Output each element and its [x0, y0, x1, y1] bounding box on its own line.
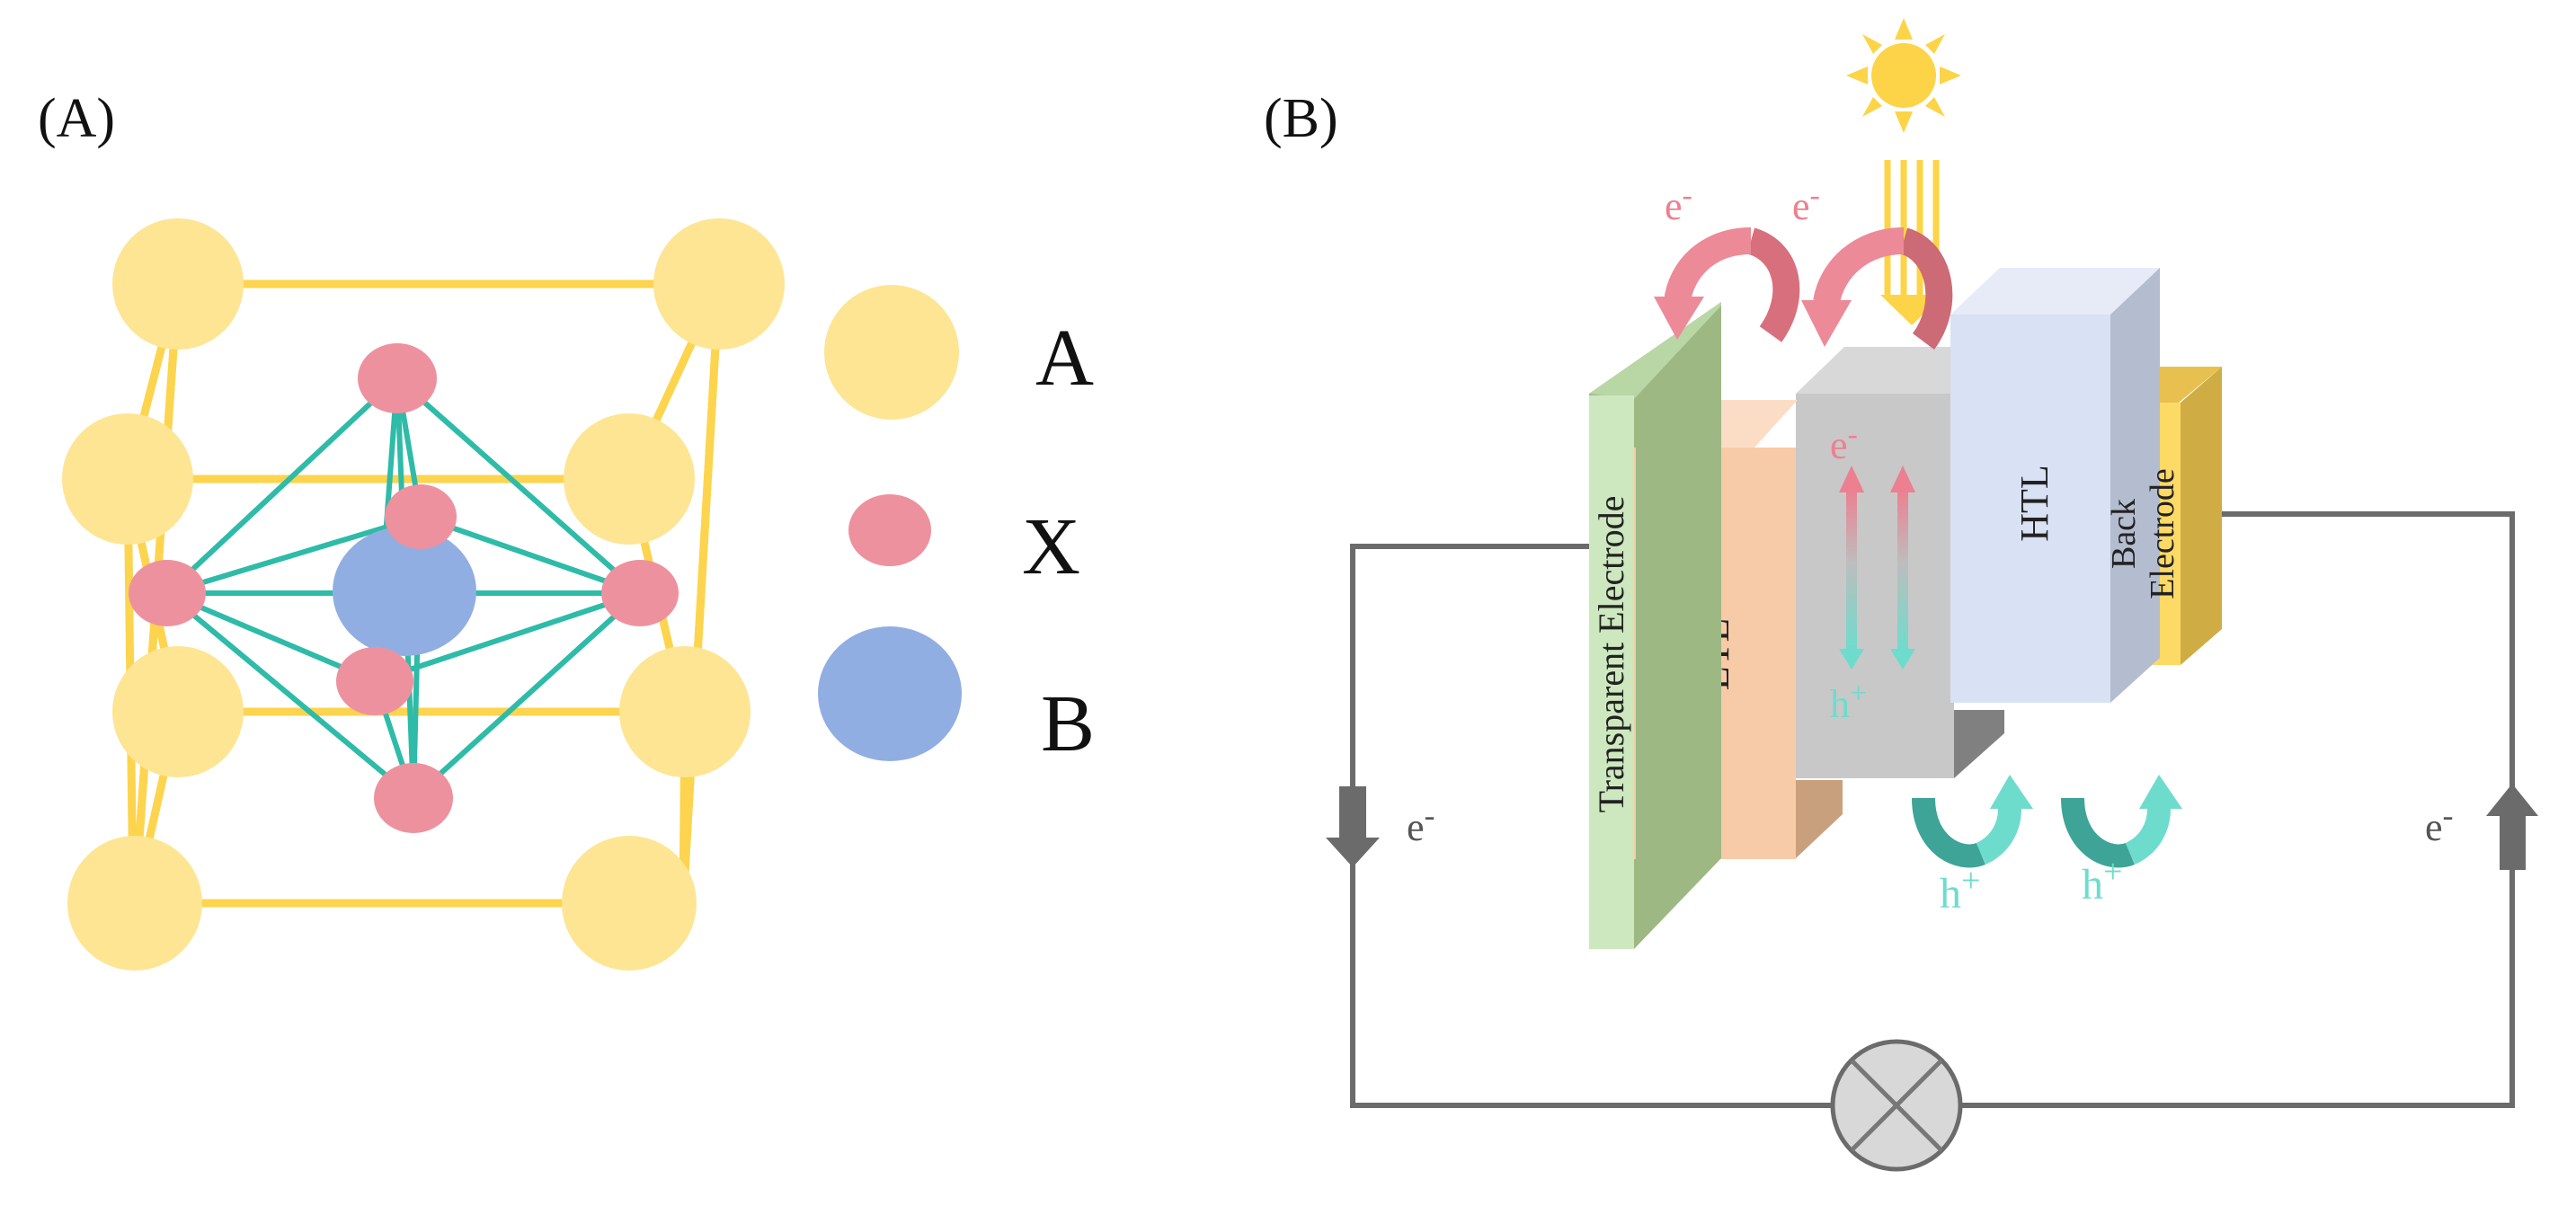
svg-text:h+: h+ [1830, 677, 1867, 726]
a-atom [62, 413, 193, 545]
x-atom-top [358, 343, 437, 413]
a-atom [564, 413, 695, 545]
arrow-up-icon [2486, 784, 2538, 870]
svg-text:h+: h+ [2082, 853, 2122, 909]
transparent-electrode [1589, 302, 1721, 949]
arrow-down-icon [1326, 786, 1380, 867]
a-atom [67, 836, 202, 971]
htl-label: HTL [2012, 465, 2056, 542]
x-atom-bottom [374, 763, 453, 833]
x-atom-right [601, 560, 679, 626]
x-atom-front [336, 647, 413, 715]
electron-label-right: e- [2425, 797, 2454, 849]
legend-x-label: X [1022, 502, 1080, 591]
electron-label-transfer-2: e- [1792, 179, 1820, 228]
svg-text:e-: e- [1665, 179, 1692, 228]
a-site-atoms [62, 218, 785, 971]
x-site-atoms [129, 343, 679, 833]
transparent-electrode-label: Transparent Electrode [1591, 496, 1631, 813]
legend-x-swatch [848, 494, 931, 566]
legend-a-label: A [1035, 314, 1094, 403]
back-electrode-label: Back Electrode [2105, 468, 2181, 599]
a-atom [112, 646, 244, 777]
atom-legend: A X B [818, 285, 1095, 768]
hole-transfer-arrow-2 [2061, 775, 2182, 868]
sun-icon [1846, 18, 1961, 133]
a-atom [112, 218, 244, 350]
panel-b: (B) e- e- [1264, 18, 2538, 1172]
hole-label-transfer-2: h+ [2082, 853, 2122, 909]
absorber-electron-label: e- [1830, 418, 1858, 467]
svg-text:e-: e- [1407, 797, 1435, 849]
svg-text:Electrode: Electrode [2144, 468, 2181, 599]
legend-b-label: B [1041, 679, 1095, 768]
svg-text:e-: e- [1792, 179, 1820, 228]
svg-text:h+: h+ [1940, 862, 1980, 918]
electron-transfer-arrow-1 [1654, 227, 1800, 342]
svg-text:e-: e- [2425, 797, 2454, 849]
legend-a-swatch [824, 285, 959, 420]
svg-text:e-: e- [1830, 418, 1858, 467]
lamp-icon [1830, 1039, 1963, 1172]
svg-text:Back: Back [2105, 499, 2143, 569]
panel-a-label: (A) [38, 88, 115, 149]
a-atom [653, 218, 785, 350]
a-atom [619, 646, 751, 777]
legend-b-swatch [818, 626, 962, 761]
panel-a: (A) [38, 88, 1095, 971]
panel-b-label: (B) [1264, 88, 1338, 149]
carrier-separation-arrows [1839, 466, 1915, 670]
x-atom-left [129, 560, 206, 626]
absorber-hole-label: h+ [1830, 677, 1867, 726]
electron-label-left: e- [1407, 797, 1435, 849]
a-atom [562, 836, 697, 971]
hole-label-transfer-1: h+ [1940, 862, 1980, 918]
b-site-atom [333, 527, 476, 656]
x-atom-back [385, 484, 457, 549]
electron-transfer-arrow-2 [1801, 227, 1953, 350]
hole-transfer-arrow-1 [1912, 775, 2033, 868]
electron-label-transfer-1: e- [1665, 179, 1692, 228]
